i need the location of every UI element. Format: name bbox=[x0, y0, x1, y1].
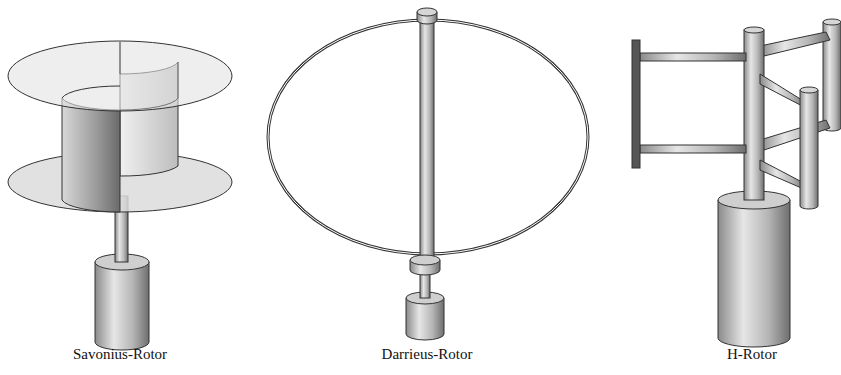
rotor-caption: Savonius-Rotor bbox=[73, 345, 167, 363]
darrieus-rotor bbox=[268, 8, 588, 340]
h-rotor bbox=[632, 19, 841, 347]
savonius-rotor bbox=[8, 41, 232, 350]
rotor-caption: Darrieus-Rotor bbox=[382, 345, 473, 363]
rotor-caption: H-Rotor bbox=[727, 345, 777, 363]
